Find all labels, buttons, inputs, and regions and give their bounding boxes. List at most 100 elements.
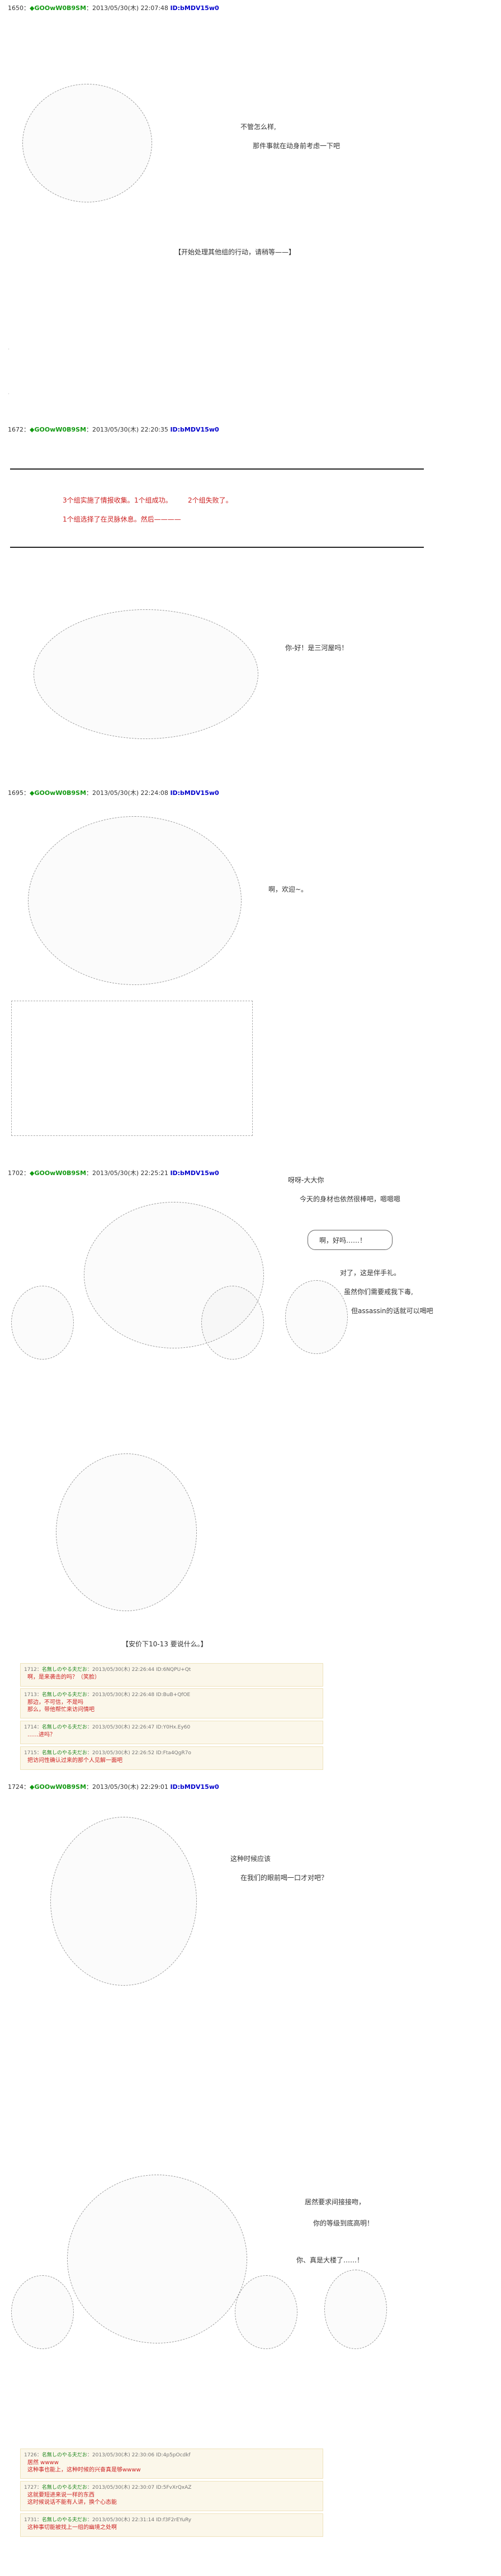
poster-id[interactable]: ID:bMDV15w0 [170, 1783, 219, 1791]
response-number[interactable]: 1731： [24, 2517, 42, 2523]
poster-trip: ◆GOOwW0B9SM [30, 426, 87, 433]
response-item: 1712：名無しのやる夫だお：2013/05/30(木) 22:26:44 ID… [20, 1663, 323, 1687]
response-date: ：2013/05/30(木) 22:26:48 [87, 1692, 155, 1698]
result-line: 1个组选择了在灵脉休息。然后———— [63, 515, 181, 523]
response-name: 名無しのやる夫だお [41, 2485, 87, 2490]
response-id[interactable]: ID:f3F2rEYuRy [155, 2517, 192, 2523]
dialogue-line: 呀呀-大大你 [288, 1176, 324, 1184]
response-id[interactable]: ID:Fta4QgR7o [155, 1750, 191, 1756]
response-text: 啊，是来袭击的吗？（笑脸） [27, 1674, 100, 1680]
response-number[interactable]: 1715： [24, 1750, 42, 1756]
response-item: 1726：名無しのやる夫だお：2013/05/30(木) 22:30:06 ID… [20, 2449, 323, 2479]
response-id[interactable]: ID:Y0Hx.Ey60 [155, 1725, 191, 1730]
dialogue-line: 那件事就在动身前考虑一下吧 [253, 142, 341, 150]
divider-line [10, 468, 424, 470]
response-text: 那边，不可信，不是吗 [27, 1699, 83, 1706]
dialogue-line: 这种时候应该 [230, 1855, 271, 1863]
response-name: 名無しのやる夫だお [41, 2517, 87, 2523]
result-line: 3个组实施了情报收集。 [63, 496, 134, 504]
response-name: 名無しのやる夫だお [41, 1750, 87, 1756]
post-number[interactable]: 1672： [8, 426, 30, 433]
poster-id[interactable]: ID:bMDV15w0 [170, 789, 219, 797]
post-header: 1724：◆GOOwW0B9SM：2013/05/30(木) 22:29:01 … [8, 1782, 219, 1791]
response-number[interactable]: 1726： [24, 2452, 42, 2458]
poster-trip: ◆GOOwW0B9SM [30, 1169, 87, 1177]
ascii-art-figure-small [11, 1286, 74, 1360]
dialogue-line: 啊，欢迎~。 [268, 886, 308, 893]
response-item: 1713：名無しのやる夫だお：2013/05/30(木) 22:26:48 ID… [20, 1688, 323, 1718]
ascii-art-figure-small [235, 2275, 297, 2349]
result-line: 2个组失败了。 [188, 496, 233, 504]
post-header: 1702：◆GOOwW0B9SM：2013/05/30(木) 22:25:21 … [8, 1168, 219, 1177]
response-date: ：2013/05/30(木) 22:30:06 [87, 2452, 155, 2458]
response-text: 这就要短进来说一样的东西 [27, 2492, 94, 2498]
post-date: ：2013/05/30(木) 22:24:08 [86, 789, 168, 797]
poster-trip: ◆GOOwW0B9SM [30, 789, 87, 797]
ascii-art-figure [34, 609, 258, 739]
response-number[interactable]: 1714： [24, 1725, 42, 1730]
narration-note: 【安价下10-13 要说什么。】 [122, 1640, 207, 1648]
narration-note: 【开始处理其他组的行动，请稍等——】 [174, 248, 296, 256]
response-text: 居然 wwww [27, 2460, 59, 2466]
ascii-art-figure-small [201, 1286, 264, 1360]
post-date: ：2013/05/30(木) 22:07:48 [86, 4, 168, 12]
poster-trip: ◆GOOwW0B9SM [30, 1783, 87, 1791]
divider-line [10, 547, 424, 548]
dialogue-line: 居然要求间接接吻， [305, 2198, 366, 2206]
response-item: 1714：名無しのやる夫だお：2013/05/30(木) 22:26:47 ID… [20, 1721, 323, 1744]
poster-trip: ◆GOOwW0B9SM [30, 4, 87, 12]
response-number[interactable]: 1713： [24, 1692, 42, 1698]
ascii-art-figure-small [11, 2275, 74, 2349]
response-name: 名無しのやる夫だお [41, 1725, 87, 1730]
response-text: 那么，带他帮忙来访问情吧 [27, 1707, 94, 1713]
dialogue-line: 在我们的眼前喝一口才对吧？ [240, 1874, 328, 1882]
poster-id[interactable]: ID:bMDV15w0 [170, 426, 219, 433]
response-text: 把访问性确认过来的那个人见解一面吧 [27, 1758, 122, 1764]
post-header: 1695：◆GOOwW0B9SM：2013/05/30(木) 22:24:08 … [8, 788, 219, 797]
dialogue-line: 不管怎么样, [240, 123, 276, 131]
spacer-dot: · [8, 347, 10, 353]
response-id[interactable]: ID:BuB+QfOE [155, 1692, 191, 1698]
response-item: 1715：名無しのやる夫だお：2013/05/30(木) 22:26:52 ID… [20, 1746, 323, 1770]
response-date: ：2013/05/30(木) 22:31:14 [87, 2517, 155, 2523]
ascii-art-table [11, 1001, 253, 1136]
dialogue-line: 你的等级到底高明！ [313, 2219, 374, 2227]
response-name: 名無しのやる夫だお [41, 2452, 87, 2458]
response-item: 1731：名無しのやる夫だお：2013/05/30(木) 22:31:14 ID… [20, 2513, 323, 2537]
response-id[interactable]: ID:5FvXrQxAZ [155, 2485, 192, 2490]
post-number[interactable]: 1650： [8, 4, 30, 12]
response-number[interactable]: 1712： [24, 1667, 42, 1673]
response-date: ：2013/05/30(木) 22:26:52 [87, 1750, 155, 1756]
dialogue-line: 但assassin的话就可以喝吧 [351, 1307, 433, 1315]
dialogue-line: 今天的身材也依然很棒吧，嗯嗯嗯 [300, 1195, 401, 1203]
response-date: ：2013/05/30(木) 22:26:44 [87, 1667, 155, 1673]
ascii-art-figure [67, 2175, 247, 2343]
response-number[interactable]: 1727： [24, 2485, 42, 2490]
response-text: 这种事也能上，这种时候的兴奋真是够wwww [27, 2467, 141, 2473]
response-id[interactable]: ID:6NQPU+Qt [155, 1667, 191, 1673]
result-line: 1个组成功。 [134, 496, 172, 504]
poster-id[interactable]: ID:bMDV15w0 [170, 4, 219, 12]
dialogue-line: 对了，这是伴手礼。 [340, 1269, 401, 1277]
post-number[interactable]: 1702： [8, 1169, 30, 1177]
ascii-art-figure-small [324, 2270, 387, 2349]
response-date: ：2013/05/30(木) 22:26:47 [87, 1725, 155, 1730]
speech-bubble: 啊，好吗……！ [308, 1230, 393, 1250]
dialogue-line: 你、真是大楼了……！ [296, 2256, 364, 2264]
post-date: ：2013/05/30(木) 22:25:21 [86, 1169, 168, 1177]
response-name: 名無しのやる夫だお [41, 1667, 87, 1673]
spacer-dot: · [8, 391, 10, 397]
post-number[interactable]: 1724： [8, 1783, 30, 1791]
ascii-art-figure [56, 1453, 197, 1611]
ascii-art-figure [28, 816, 242, 985]
post-date: ：2013/05/30(木) 22:29:01 [86, 1783, 168, 1791]
response-date: ：2013/05/30(木) 22:30:07 [87, 2485, 155, 2490]
ascii-art-figure [84, 1202, 264, 1348]
response-id[interactable]: ID:4p5pOcdkf [155, 2452, 191, 2458]
ascii-art-figure [50, 1817, 197, 1986]
response-text: 这时候说话不能有人讲，换个心态能 [27, 2499, 117, 2506]
poster-id[interactable]: ID:bMDV15w0 [170, 1169, 219, 1177]
post-number[interactable]: 1695： [8, 789, 30, 797]
response-text: ……进吗？ [27, 1732, 55, 1738]
